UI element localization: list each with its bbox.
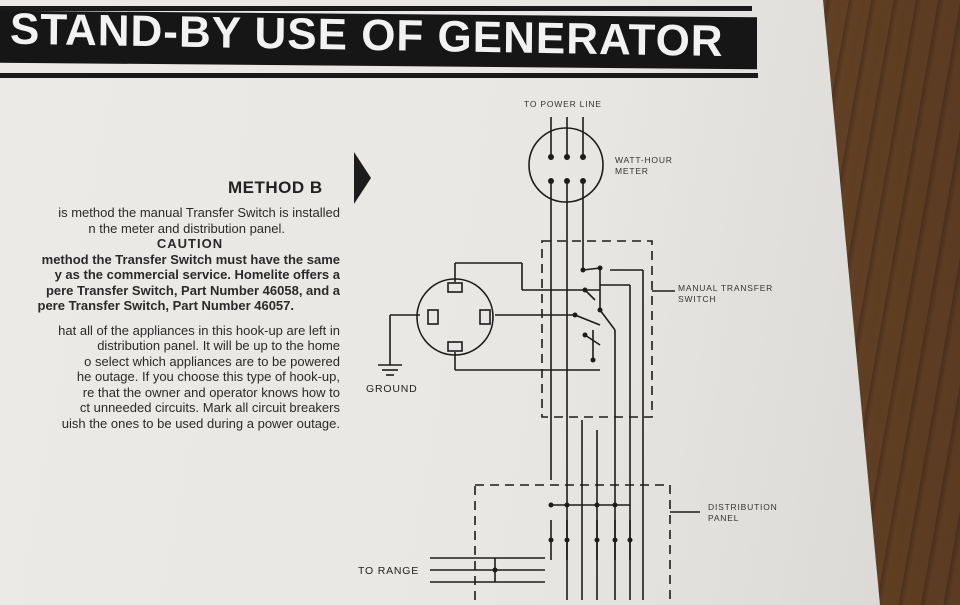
banner-bottom-rule: [0, 73, 758, 78]
caution-line: y as the commercial service. Homelite of…: [54, 267, 340, 282]
panel-label-line1: DISTRIBUTION: [708, 502, 778, 512]
caution-line: pere Transfer Switch, Part Number 46057.: [37, 298, 295, 313]
manual-page: [0, 0, 880, 605]
range-label: TO RANGE: [358, 565, 419, 577]
body-line: ct unneeded circuits. Mark all circuit b…: [79, 400, 340, 415]
generator-outlet-symbol: [416, 278, 494, 356]
watt-hour-meter-symbol: [528, 127, 604, 203]
method-heading: METHOD B: [228, 178, 323, 197]
section-arrow-icon: [354, 152, 371, 204]
body-line: he outage. If you choose this type of ho…: [76, 369, 340, 384]
ground-label: GROUND: [366, 383, 417, 395]
body-line: o select which appliances are to be powe…: [84, 353, 340, 369]
instruction-text: is method the manual Transfer Switch is …: [0, 205, 341, 431]
caution-line: method the Transfer Switch must have the…: [41, 251, 340, 267]
body-line: re that the owner and operator knows how…: [82, 384, 340, 400]
body-line: distribution panel. It will be up to the…: [97, 338, 340, 353]
intro-line: is method the manual Transfer Switch is …: [58, 205, 340, 220]
intro-line: n the meter and distribution panel.: [88, 220, 285, 236]
switch-label-line1: MANUAL TRANSFER: [678, 283, 773, 293]
panel-label-line2: PANEL: [708, 513, 739, 523]
banner-top-rule: [0, 6, 752, 11]
distribution-panel-box: [474, 484, 671, 605]
caution-line: pere Transfer Switch, Part Number 46058,…: [45, 282, 340, 298]
caution-heading: CAUTION: [156, 236, 224, 251]
power-line-label: TO POWER LINE: [524, 99, 602, 109]
meter-label-line2: METER: [615, 166, 649, 176]
transfer-switch-box: [541, 240, 653, 418]
switch-label-line2: SWITCH: [678, 294, 716, 304]
meter-label-line1: WATT-HOUR: [615, 155, 673, 165]
body-line: uish the ones to be used during a power …: [61, 415, 340, 431]
body-line: hat all of the appliances in this hook-u…: [58, 322, 340, 338]
